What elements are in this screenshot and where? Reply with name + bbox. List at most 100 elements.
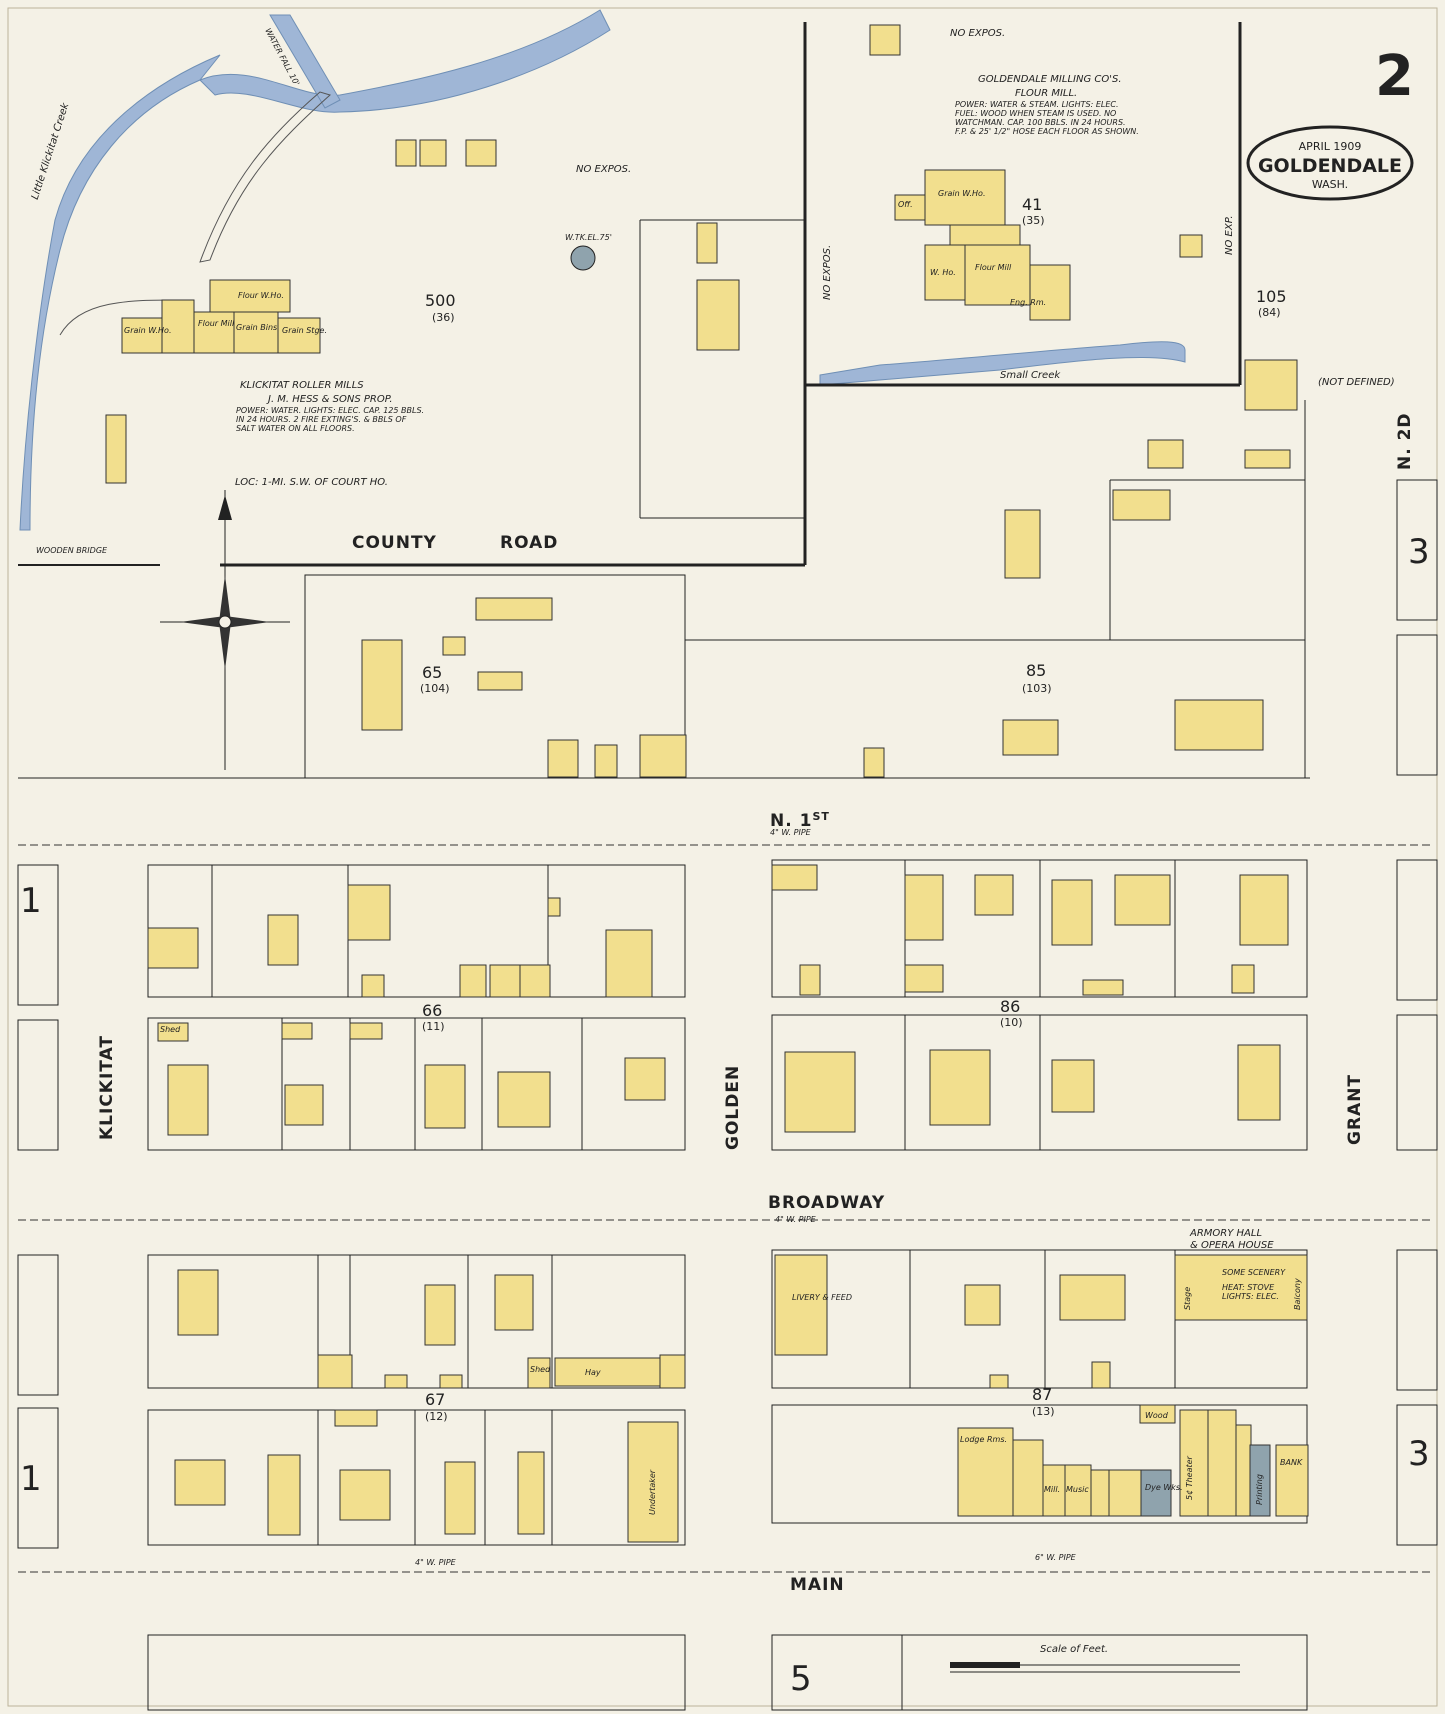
water-tank-icon bbox=[570, 245, 596, 271]
block-41-old: (35) bbox=[1022, 214, 1045, 227]
mill1-b1: Grain W.Ho. bbox=[124, 326, 171, 335]
block-86: 86 bbox=[1000, 997, 1020, 1016]
armory-label-2: & OPERA HOUSE bbox=[1190, 1240, 1274, 1251]
lodge-label: Lodge Rms. bbox=[960, 1435, 1007, 1444]
compass-rose-icon bbox=[160, 490, 290, 770]
block-85-old: (103) bbox=[1022, 682, 1052, 695]
shed-label-2: Shed bbox=[530, 1365, 551, 1374]
block-65-old: (104) bbox=[420, 682, 450, 695]
pipe-label-1: 4" W. PIPE bbox=[770, 828, 812, 837]
scale-bar: Scale of Feet. bbox=[950, 1644, 1240, 1673]
dye-label: Dye Wks. bbox=[1145, 1483, 1183, 1492]
block-66-old: (11) bbox=[422, 1020, 445, 1033]
mill2-note2: FUEL: WOOD WHEN STEAM IS USED. NO bbox=[955, 109, 1116, 118]
shed-label-1: Shed bbox=[160, 1025, 181, 1034]
mill1-b5: Flour W.Ho. bbox=[238, 291, 284, 300]
mill1-title: KLICKITAT ROLLER MILLS bbox=[240, 380, 364, 391]
armory-label-1: ARMORY HALL bbox=[1189, 1228, 1262, 1239]
block-67: 67 bbox=[425, 1390, 445, 1409]
street-county: COUNTY bbox=[352, 533, 437, 553]
theater-label: 5¢ Theater bbox=[1185, 1455, 1194, 1500]
block-outlines bbox=[17, 400, 1438, 1711]
block-65: 65 bbox=[422, 663, 442, 682]
mill1-owner: J. M. HESS & SONS PROP. bbox=[266, 394, 393, 405]
block-86-old: (10) bbox=[1000, 1016, 1023, 1029]
creek2-label: Small Creek bbox=[1000, 370, 1061, 381]
bank-label: BANK bbox=[1280, 1458, 1303, 1467]
mill2-b3: W. Ho. bbox=[930, 268, 956, 277]
stage-label: Stage bbox=[1183, 1287, 1192, 1310]
mill2-note4: F.P. & 25' 1/2" HOSE EACH FLOOR AS SHOWN… bbox=[955, 127, 1139, 136]
mill2-title: GOLDENDALE MILLING CO'S. bbox=[978, 74, 1122, 85]
adjacent-sheet-bottom: 5 bbox=[790, 1659, 812, 1699]
mill1-note1: POWER: WATER. LIGHTS: ELEC. CAP. 125 BBL… bbox=[236, 406, 424, 415]
balcony-label: Balcony bbox=[1293, 1278, 1302, 1310]
small-creek bbox=[819, 341, 1186, 386]
sheet-state: WASH. bbox=[1312, 178, 1348, 191]
mill1-b4: Grain Stge. bbox=[282, 326, 327, 335]
pipe-label-2: 4" W. PIPE bbox=[775, 1215, 817, 1224]
block-67-old: (12) bbox=[425, 1410, 448, 1423]
mill1-loc: LOC: 1-MI. S.W. OF COURT HO. bbox=[235, 477, 388, 488]
svg-text:Scale of Feet.: Scale of Feet. bbox=[1040, 1644, 1108, 1655]
no-expos-2: NO EXPOS. bbox=[950, 28, 1005, 39]
lights-label: LIGHTS: ELEC. bbox=[1222, 1292, 1279, 1301]
title-cartouche: 2 APRIL 1909 GOLDENDALE WASH. bbox=[1246, 44, 1414, 201]
mill2-note1: POWER: WATER & STEAM. LIGHTS: ELEC. bbox=[955, 100, 1119, 109]
adjacent-sheet-left-top: 1 bbox=[20, 881, 42, 921]
block-66: 66 bbox=[422, 1001, 442, 1020]
adjacent-sheet-left-bottom: 1 bbox=[20, 1459, 42, 1499]
mill2-subtitle: FLOUR MILL. bbox=[1015, 88, 1077, 99]
block-500-old: (36) bbox=[432, 311, 455, 324]
pipe-label-4: 6" W. PIPE bbox=[1035, 1553, 1077, 1562]
mill1-b3: Grain Bins bbox=[236, 323, 277, 332]
mill1-b2: Flour Mill bbox=[198, 319, 235, 328]
printing-label: Printing bbox=[1255, 1474, 1264, 1505]
street-klickitat: KLICKITAT bbox=[97, 1035, 117, 1140]
mill1-note3: SALT WATER ON ALL FLOORS. bbox=[236, 424, 355, 433]
pipe-label-3: 4" W. PIPE bbox=[415, 1558, 457, 1567]
mill2-b4: Eng. Rm. bbox=[1010, 298, 1046, 307]
block-87: 87 bbox=[1032, 1385, 1052, 1404]
block-85: 85 bbox=[1026, 661, 1046, 680]
mill-property-boundary bbox=[18, 22, 1242, 567]
not-defined: (NOT DEFINED) bbox=[1318, 377, 1395, 388]
street-golden: GOLDEN bbox=[723, 1065, 743, 1150]
sheet-number: 2 bbox=[1375, 44, 1414, 109]
street-main: MAIN bbox=[790, 1575, 845, 1595]
block-500: 500 bbox=[425, 291, 456, 310]
wooden-bridge: WOODEN BRIDGE bbox=[36, 546, 108, 555]
mill2-b5: Off. bbox=[898, 200, 913, 209]
mill1-note2: IN 24 HOURS. 2 FIRE EXTING'S. & BBLS OF bbox=[236, 415, 407, 424]
millinery-label: Mill. bbox=[1044, 1485, 1060, 1494]
street-grant: GRANT bbox=[1345, 1074, 1365, 1145]
wood-label: Wood bbox=[1145, 1411, 1169, 1420]
no-expos-3: NO EXPOS. bbox=[822, 245, 833, 300]
block-87-old: (13) bbox=[1032, 1405, 1055, 1418]
mill2-b2: Flour Mill bbox=[975, 263, 1012, 272]
street-road: ROAD bbox=[500, 533, 558, 553]
heat-label: HEAT: STOVE bbox=[1222, 1283, 1275, 1292]
undertaker-label: Undertaker bbox=[648, 1469, 657, 1515]
sheet-city: GOLDENDALE bbox=[1258, 155, 1402, 177]
music-label: Music bbox=[1066, 1485, 1089, 1494]
street-n-first: N. 1ST bbox=[770, 810, 830, 831]
block-105: 105 bbox=[1256, 287, 1287, 306]
mill2-b1: Grain W.Ho. bbox=[938, 189, 985, 198]
adjacent-sheet-right-bottom: 3 bbox=[1408, 1434, 1430, 1474]
street-broadway: BROADWAY bbox=[768, 1193, 885, 1213]
street-n-second: N. 2D bbox=[1395, 412, 1415, 470]
some-scenery: SOME SCENERY bbox=[1222, 1268, 1286, 1277]
block-numbers: 500 (36) 41 (35) 105 (84) 65 (104) 85 (1… bbox=[420, 195, 1287, 1423]
livery-label: LIVERY & FEED bbox=[792, 1293, 852, 1302]
adjacent-sheet-right-top: 3 bbox=[1408, 532, 1430, 572]
hay-label: Hay bbox=[585, 1368, 601, 1377]
no-expos-1: NO EXPOS. bbox=[576, 164, 631, 175]
no-exp-4: NO EXP. bbox=[1224, 215, 1235, 255]
sheet-date: APRIL 1909 bbox=[1299, 140, 1362, 153]
buildings bbox=[105, 24, 1309, 1543]
block-105-old: (84) bbox=[1258, 306, 1281, 319]
water-tank-label: W.TK.EL.75' bbox=[565, 233, 612, 242]
block-41: 41 bbox=[1022, 195, 1042, 214]
